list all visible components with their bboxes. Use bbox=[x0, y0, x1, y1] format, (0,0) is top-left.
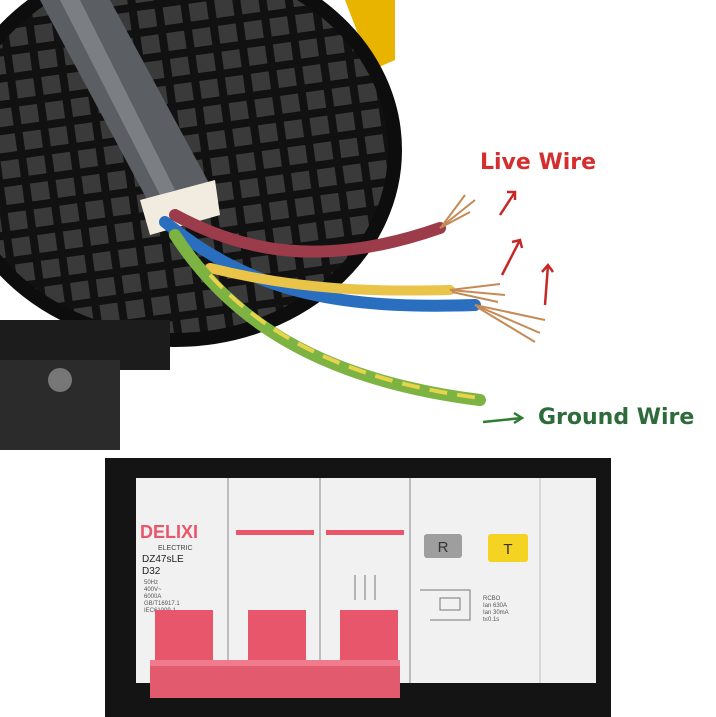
live-wire-label: Live Wire bbox=[480, 150, 597, 175]
live-arrows bbox=[498, 190, 555, 306]
model-label: DZ47sLE bbox=[142, 554, 184, 565]
copper-strands bbox=[439, 194, 546, 343]
motor-wiring-photo: Live Wire Ground Wire bbox=[0, 0, 695, 450]
brand-logo: DELIXI bbox=[140, 522, 198, 542]
breaker-photo: R T DELIXI ELECTRIC DZ47sLE D32 50Hz 400… bbox=[0, 450, 716, 717]
reset-button-label: R bbox=[438, 539, 449, 556]
motor-wiring-illustration bbox=[0, 0, 555, 450]
ground-wire bbox=[169, 229, 486, 406]
breaker-illustration: R T DELIXI ELECTRIC DZ47sLE D32 50Hz 400… bbox=[0, 450, 716, 717]
svg-text:400V~: 400V~ bbox=[144, 587, 162, 593]
yellow-housing bbox=[345, 0, 395, 70]
svg-text:RCBO: RCBO bbox=[483, 596, 501, 602]
svg-text:t≤0.1s: t≤0.1s bbox=[483, 617, 499, 623]
test-button-label: T bbox=[503, 541, 512, 558]
brown-wire bbox=[169, 209, 446, 258]
svg-text:Ian 30mA: Ian 30mA bbox=[483, 610, 509, 616]
rcbo-lines: RCBO Ian 630A Ian 30mA t≤0.1s bbox=[483, 596, 509, 623]
yellow-wire bbox=[205, 263, 455, 296]
ground-arrow bbox=[482, 411, 525, 425]
svg-text:6000A: 6000A bbox=[144, 594, 161, 600]
test-button[interactable] bbox=[488, 534, 528, 562]
brand-subtitle: ELECTRIC bbox=[158, 545, 193, 552]
svg-text:GB/T16917.1: GB/T16917.1 bbox=[144, 601, 180, 607]
reset-button[interactable] bbox=[424, 534, 462, 558]
blue-wire bbox=[159, 216, 481, 312]
rating-label: D32 bbox=[142, 566, 161, 577]
svg-text:Ian 630A: Ian 630A bbox=[483, 603, 507, 609]
svg-text:50Hz: 50Hz bbox=[144, 580, 158, 586]
ground-wire-label: Ground Wire bbox=[538, 405, 695, 430]
circuit-diagram bbox=[354, 575, 471, 621]
handle-bar[interactable] bbox=[150, 660, 400, 698]
